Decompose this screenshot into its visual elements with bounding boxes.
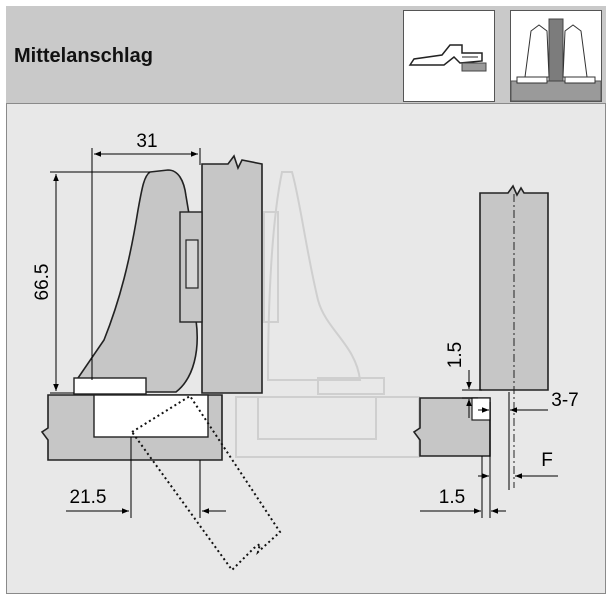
- hinge-side-view-icon: [403, 10, 495, 102]
- dim-overlay-label: F: [541, 450, 553, 471]
- page-title: Mittelanschlag: [14, 45, 153, 67]
- door-panel: [40, 394, 223, 461]
- side-view-door: [412, 397, 491, 457]
- dim-range-right-label: 3-7: [551, 390, 578, 411]
- dim-gap-bottom: [420, 456, 506, 518]
- middle-panel: [201, 154, 263, 394]
- side-view-panel: [479, 184, 549, 488]
- dim-offset-bottom-label: 21.5: [70, 487, 107, 508]
- middle-panel-front-view-icon: [510, 10, 602, 102]
- dim-gap-vertical-label: 1.5: [445, 342, 466, 368]
- dim-range-right: [478, 392, 548, 490]
- dim-width-top: [91, 148, 201, 380]
- dim-width-top-label: 31: [136, 131, 157, 152]
- open-door-outline: [130, 394, 282, 572]
- hinge-body: [73, 169, 203, 395]
- ghost-hinge: [235, 171, 420, 458]
- header-bar: [6, 6, 606, 104]
- dim-gap-vertical: [462, 370, 482, 418]
- dim-gap-bottom-label: 1.5: [439, 487, 465, 508]
- dim-height-left-label: 66.5: [32, 264, 53, 301]
- dim-height-left: [50, 171, 150, 394]
- dim-offset-bottom: [66, 437, 226, 518]
